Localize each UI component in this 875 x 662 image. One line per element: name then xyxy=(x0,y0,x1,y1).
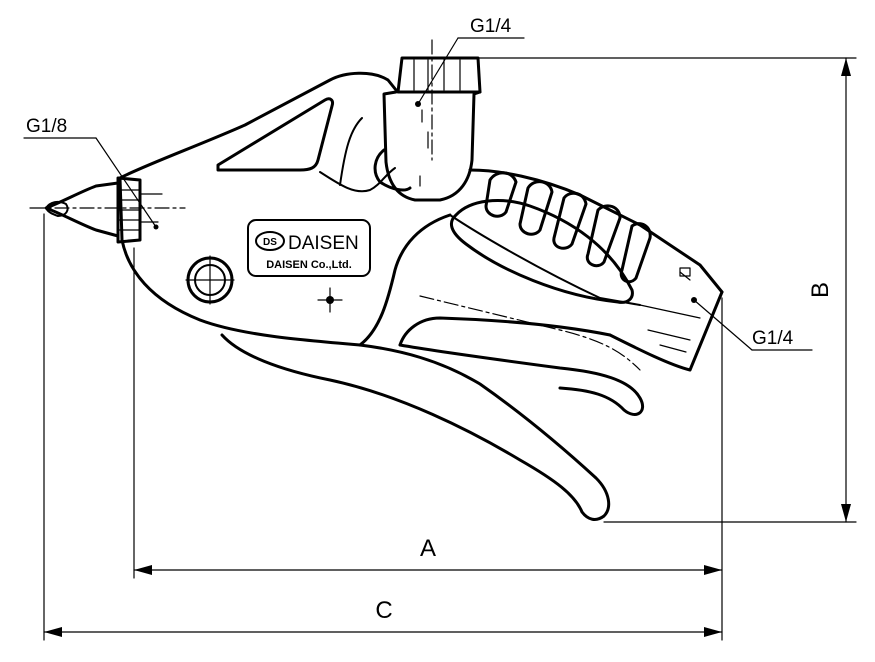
nozzle xyxy=(29,176,186,244)
center-mark xyxy=(317,287,343,313)
company-name: DAISEN Co.,Ltd. xyxy=(266,259,352,271)
grip-ribs xyxy=(449,171,652,304)
dimension-a-label: A xyxy=(420,535,436,562)
brand-name: DAISEN xyxy=(288,233,359,254)
top-fitting xyxy=(373,39,482,202)
dimension-b-label: B xyxy=(807,282,834,298)
nozzle-port-callout: G1/8 xyxy=(26,116,67,137)
logo-mark: DS xyxy=(263,237,277,248)
nameplate: DS DAISEN DAISEN Co.,Ltd. xyxy=(247,219,371,277)
callout-leaders xyxy=(23,37,813,351)
logo-icon xyxy=(255,231,285,251)
top-port-callout: G1/4 xyxy=(470,16,512,37)
dimension-lines xyxy=(43,57,857,641)
dimension-c-label: C xyxy=(375,597,392,624)
rear-port-callout: G1/4 xyxy=(752,328,794,349)
gun-body xyxy=(118,71,724,372)
pivot-hole xyxy=(185,255,235,305)
trigger-lever xyxy=(220,295,645,521)
rear-fitting xyxy=(639,267,701,353)
